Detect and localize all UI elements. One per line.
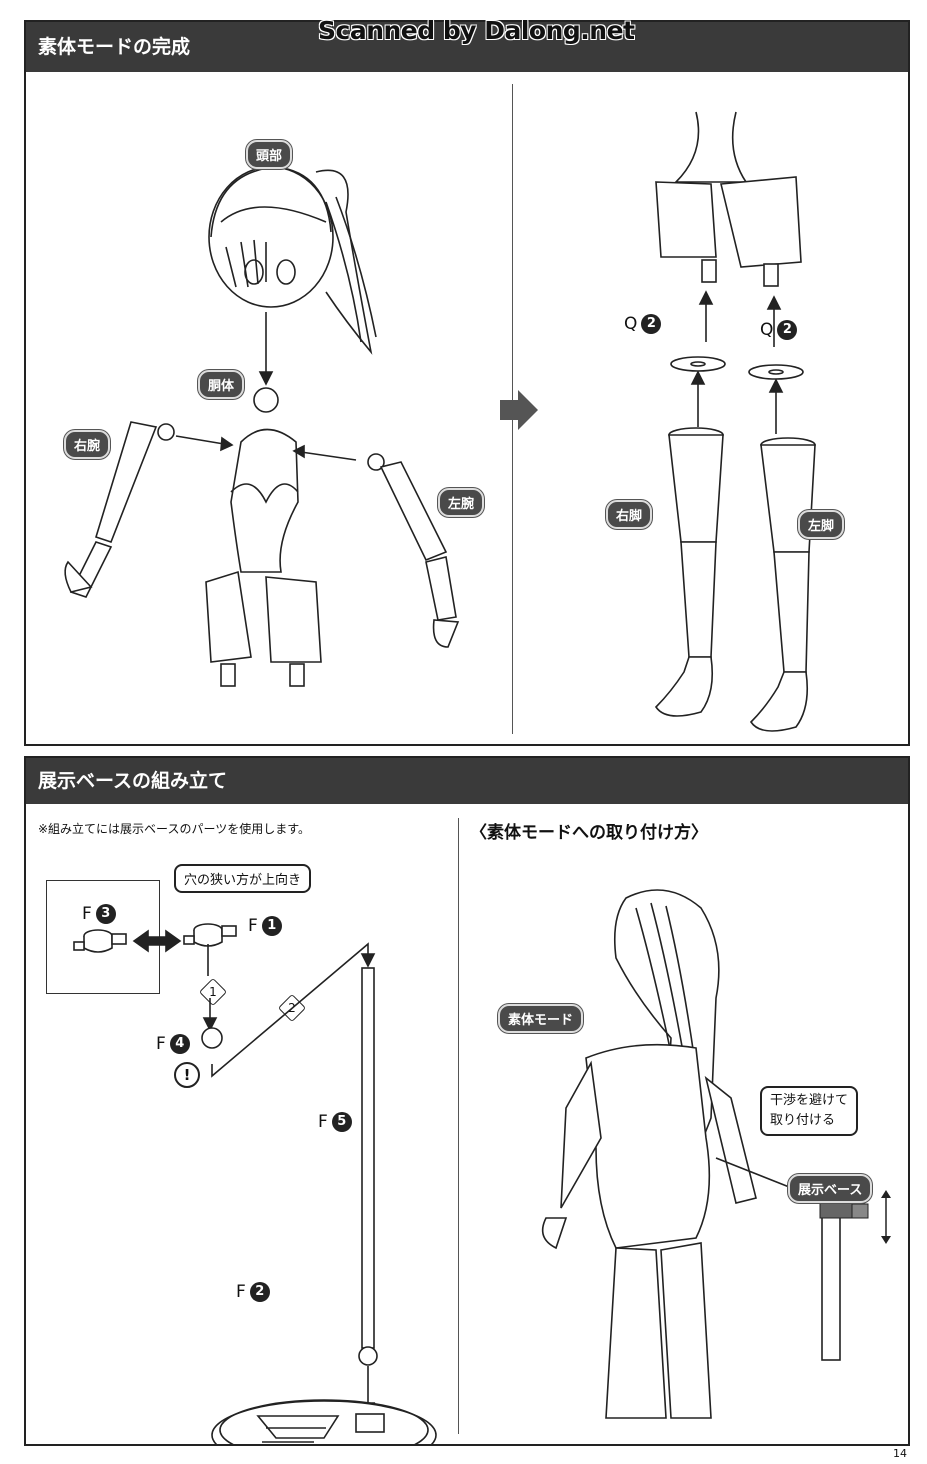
warning-icon: ! bbox=[174, 1062, 200, 1088]
figure-with-base-illustration bbox=[541, 889, 891, 1419]
callout-line-2: 取り付ける bbox=[770, 1113, 836, 1128]
assembly-note: ※組み立てには展示ベースのパーツを使用します。 bbox=[38, 822, 311, 836]
f3-joint-drawing bbox=[73, 929, 127, 953]
section-title: 素体モードの完成 bbox=[26, 22, 908, 72]
part-number: 2 bbox=[641, 314, 662, 334]
part-number: 2 bbox=[249, 1282, 270, 1302]
section-display-base-assembly: 展示ベースの組み立て ※組み立てには展示ベースのパーツを使用します。 〈素体モー… bbox=[24, 756, 910, 1446]
body-assembly-illustration bbox=[64, 166, 460, 687]
left-arm-drawing bbox=[367, 453, 460, 648]
panel-divider bbox=[458, 818, 459, 1434]
right-arm-drawing bbox=[64, 421, 175, 598]
right-leg-drawing bbox=[654, 427, 724, 717]
label-torso: 胴体 bbox=[198, 370, 245, 399]
watermark: Scanned by Dalong.net bbox=[318, 16, 635, 45]
part-number: 5 bbox=[331, 1112, 352, 1132]
callout-avoid-interference: 干渉を避けて 取り付ける bbox=[760, 1086, 859, 1136]
part-number: 2 bbox=[777, 320, 798, 340]
label-display-base: 展示ベース bbox=[788, 1174, 873, 1203]
step-number-1: 1 bbox=[209, 985, 217, 999]
page-number: 14 bbox=[893, 1447, 907, 1460]
f1-joint-drawing bbox=[183, 923, 237, 947]
part-letter: F bbox=[248, 916, 258, 936]
label-head: 頭部 bbox=[246, 140, 293, 169]
left-leg-drawing bbox=[749, 437, 816, 732]
part-letter: F bbox=[236, 1282, 246, 1302]
part-letter: F bbox=[318, 1112, 328, 1132]
part-letter: Q bbox=[624, 314, 638, 334]
part-letter: F bbox=[156, 1034, 166, 1054]
part-letter: Q bbox=[760, 320, 774, 340]
section-complete-base-mode: 素体モードの完成 bbox=[24, 20, 910, 746]
section-title: 展示ベースの組み立て bbox=[26, 758, 908, 804]
next-step-arrow-icon bbox=[500, 390, 538, 430]
callout-line-1: 干渉を避けて bbox=[770, 1093, 849, 1108]
display-base-illustration bbox=[73, 923, 437, 1444]
torso-drawing bbox=[205, 387, 322, 687]
part-number: 3 bbox=[95, 904, 116, 924]
adjust-height-arrow-icon bbox=[881, 1190, 891, 1244]
label-right-leg: 右脚 bbox=[606, 500, 653, 529]
label-base-mode: 素体モード bbox=[498, 1004, 584, 1033]
part-number: 4 bbox=[169, 1034, 190, 1054]
label-left-leg: 左脚 bbox=[798, 510, 845, 539]
label-right-arm: 右腕 bbox=[64, 430, 111, 459]
part-letter: F bbox=[82, 904, 92, 924]
callout-narrow-hole-up: 穴の狭い方が上向き bbox=[174, 864, 312, 893]
legs-assembly-illustration bbox=[654, 111, 816, 732]
attachment-subtitle: 〈素体モードへの取り付け方〉 bbox=[470, 823, 708, 843]
label-left-arm: 左腕 bbox=[438, 488, 485, 517]
part-number: 1 bbox=[261, 916, 282, 936]
head-drawing bbox=[208, 166, 377, 355]
